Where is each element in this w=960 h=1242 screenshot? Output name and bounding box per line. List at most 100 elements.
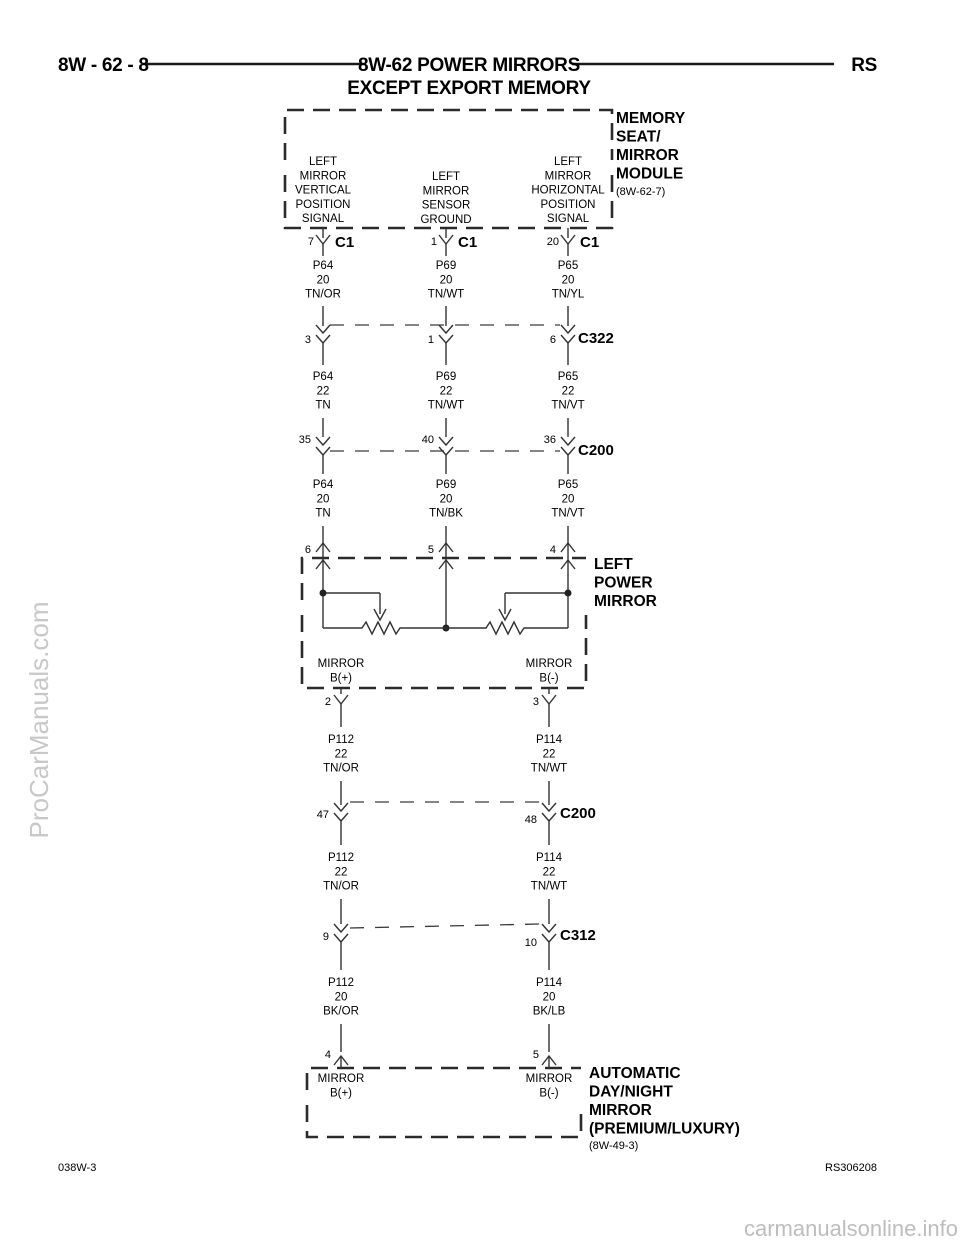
wire-label: BK/LB: [533, 1006, 566, 1018]
potentiometer-wiper: [498, 608, 512, 622]
wire-label: P64: [313, 371, 334, 383]
c200-bottom-name: C200: [560, 805, 596, 822]
left-mirror-name: MIRROR: [594, 593, 657, 610]
module-circuit-label: MIRROR: [545, 170, 592, 182]
c322-name: C322: [578, 330, 614, 347]
wire-label: P112: [328, 977, 354, 989]
wire-label: 22: [317, 385, 330, 397]
c200-top-pin-number: 35: [299, 434, 311, 446]
c1-pin-number: 20: [547, 236, 559, 248]
horizontal-position-resistor: [446, 620, 568, 636]
bottom-watermark: carmanualsonline.info: [744, 1216, 958, 1241]
c312-pin-number: 9: [323, 931, 329, 943]
c1-pin-number: 1: [431, 236, 437, 248]
c322-pin-male: [438, 324, 454, 335]
wire-label: P69: [436, 260, 456, 272]
auto-mirror-pin-number: 4: [325, 1049, 331, 1061]
wire-label: 20: [562, 274, 575, 286]
wire-label: 22: [562, 385, 575, 397]
wire-label: TN/VT: [551, 400, 584, 412]
wire-label: 22: [440, 385, 453, 397]
wire-label: TN/OR: [323, 881, 359, 893]
left-mirror-outline: [300, 615, 588, 690]
module-circuit-label: LEFT: [309, 156, 337, 168]
wire-label: P114: [536, 734, 563, 746]
c312-pin-male: [333, 923, 349, 934]
c322-pin-number: 1: [428, 334, 434, 346]
auto-mirror-outline: [305, 1066, 581, 1090]
c322-pin-female: [438, 334, 454, 345]
vertical-position-resistor: [323, 620, 446, 636]
memory-module-name: MODULE: [616, 166, 683, 183]
c312-pin-male: [541, 923, 557, 934]
c200-top-pin-female: [560, 446, 576, 457]
c322-pin-number: 3: [305, 334, 311, 346]
memory-module-name: MIRROR: [616, 147, 679, 164]
c322-pin-female: [315, 334, 331, 345]
wire-label: 20: [440, 274, 453, 286]
c322-pin-female: [560, 334, 576, 345]
wire-label: 20: [335, 991, 348, 1003]
auto-mirror-name: (PREMIUM/LUXURY): [589, 1121, 740, 1138]
diagram-structure: [283, 108, 614, 1139]
potentiometer-wiper: [373, 608, 387, 622]
left-mirror-name: LEFT: [594, 556, 633, 573]
module-circuit-label: HORIZONTAL: [531, 185, 605, 197]
wire-label: P64: [313, 479, 334, 491]
left-mirror-out-fork: [541, 694, 557, 706]
diagram-labels: MEMORYSEAT/MIRRORMODULE(8W-62-7)LEFTMIRR…: [295, 110, 740, 1152]
auto-mirror-pin-number: 5: [533, 1049, 539, 1061]
c200-top-name: C200: [578, 442, 614, 459]
c1-pin-number: 7: [308, 236, 314, 248]
c312-pin-number: 10: [525, 937, 537, 949]
wire-label: TN/YL: [552, 289, 585, 301]
module-circuit-label: POSITION: [296, 199, 351, 211]
left-mirror-terminal-label: MIRROR: [318, 658, 365, 670]
c200-bottom-pin-female: [333, 812, 349, 823]
c200-top-pin-female: [315, 446, 331, 457]
left-mirror-out-pin: 2: [325, 696, 331, 708]
page-footer: 038W-3 RS306208: [58, 1162, 877, 1174]
module-circuit-label: MIRROR: [423, 185, 470, 197]
c200-top-pin-number: 36: [544, 434, 556, 446]
c1-connector-name: C1: [580, 234, 599, 251]
wire-label: P64: [313, 260, 334, 272]
c322-pin-male: [560, 324, 576, 335]
wire-label: TN/WT: [428, 400, 464, 412]
section-code: RS: [851, 55, 877, 76]
wire-label: TN/WT: [428, 289, 464, 301]
page-subtitle: EXCEPT EXPORT MEMORY: [347, 78, 591, 99]
auto-mirror-terminal-label: B(+): [330, 1087, 352, 1099]
auto-mirror-name: AUTOMATIC: [589, 1065, 681, 1082]
wire-label: TN/OR: [323, 763, 359, 775]
left-mirror-pin-number: 6: [305, 544, 311, 556]
c1-connector-name: C1: [458, 234, 477, 251]
left-mirror-terminal-label: B(-): [539, 672, 558, 684]
page-number: 8W - 62 - 8: [58, 55, 149, 76]
left-mirror-name: POWER: [594, 575, 653, 592]
wire-label: TN/VT: [551, 508, 584, 520]
left-mirror-out-fork: [333, 694, 349, 706]
wire-label: 22: [543, 866, 556, 878]
memory-module-outline: [283, 175, 614, 230]
wire-label: 22: [335, 748, 348, 760]
left-mirror-pin-number: 4: [550, 544, 556, 556]
footer-left-code: 038W-3: [58, 1162, 96, 1174]
page-header: 8W - 62 - 8 8W-62 POWER MIRRORS EXCEPT E…: [58, 55, 877, 99]
wire-label: P65: [558, 371, 578, 383]
c312-pin-female: [541, 933, 557, 944]
wire-label: 20: [317, 274, 330, 286]
c200-top-pin-male: [438, 436, 454, 447]
wire-label: TN/BK: [429, 508, 463, 520]
wire-label: 20: [440, 493, 453, 505]
c200-top-pin-male: [560, 436, 576, 447]
wire-label: TN/OR: [305, 289, 341, 301]
footer-right-code: RS306208: [825, 1162, 877, 1174]
module-circuit-label: VERTICAL: [295, 185, 352, 197]
wire-label: BK/OR: [323, 1006, 359, 1018]
page-title: 8W-62 POWER MIRRORS: [358, 55, 580, 76]
wire-label: 20: [562, 493, 575, 505]
c200-top-pin-male: [315, 436, 331, 447]
c312-bond: [349, 923, 541, 929]
c200-bottom-pin-female: [541, 812, 557, 823]
